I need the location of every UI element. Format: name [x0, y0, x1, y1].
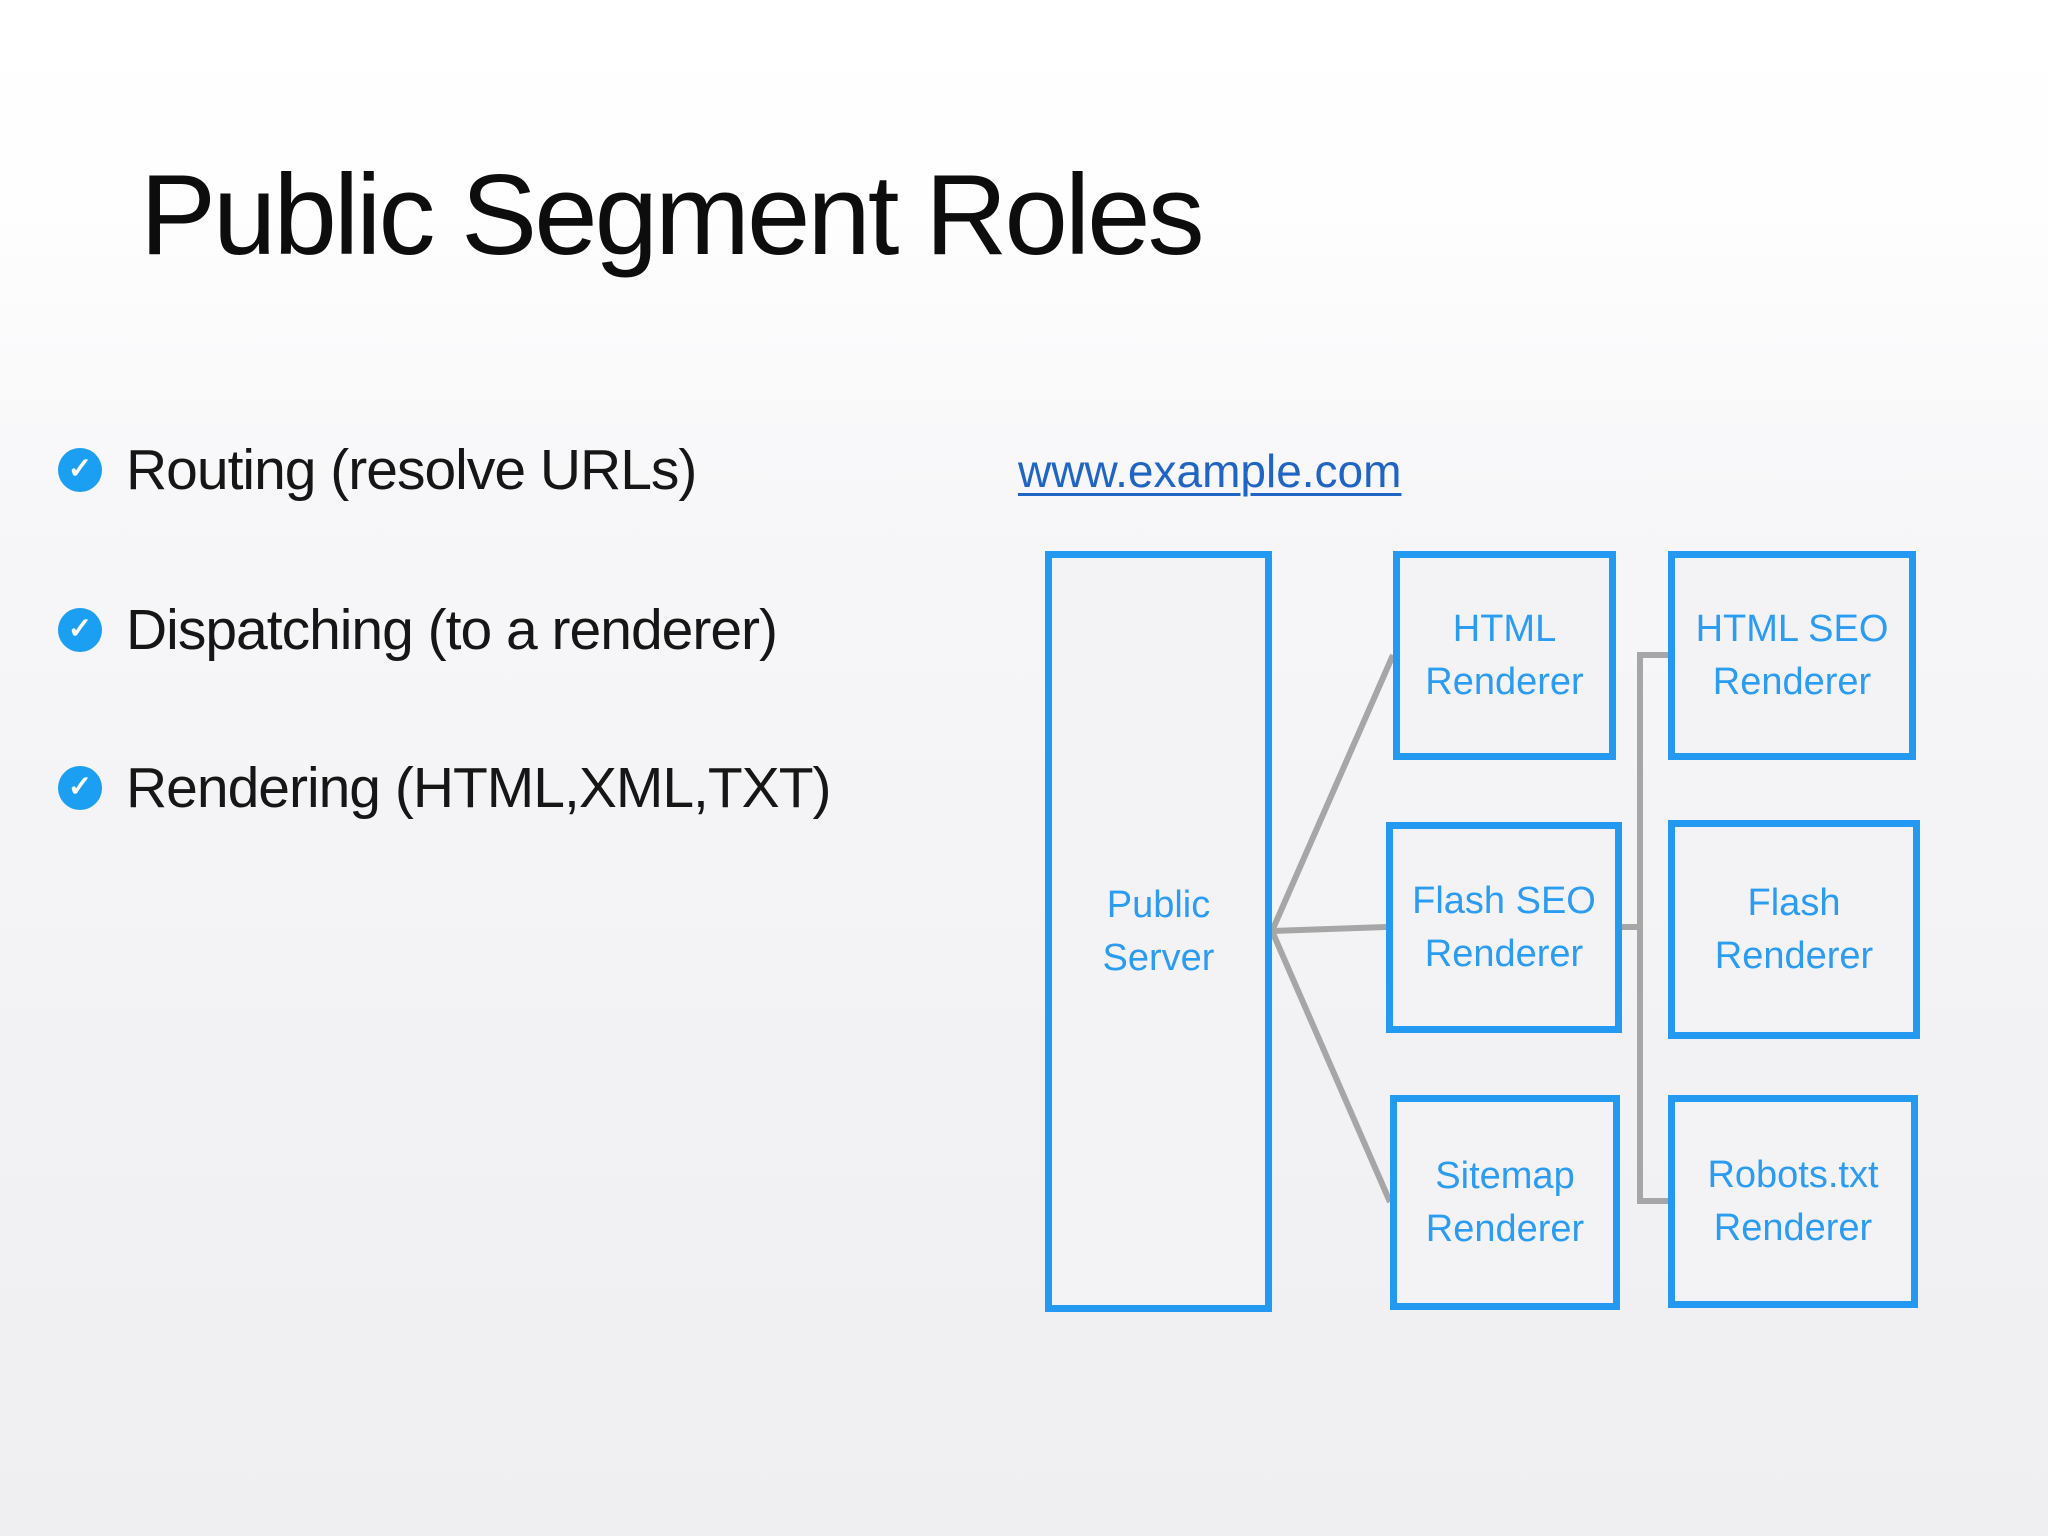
bullet-item-routing: ✓ Routing (resolve URLs) — [58, 438, 697, 502]
bullet-label-rendering: Rendering (HTML,XML,TXT) — [126, 756, 832, 820]
bullet-item-dispatching: ✓ Dispatching (to a renderer) — [58, 598, 778, 662]
connector-bus-htmlseo-robots — [1637, 652, 1668, 1204]
check-icon: ✓ — [58, 448, 102, 492]
connector-public-to-sitemap — [1269, 929, 1393, 1204]
node-flash-seo-renderer: Flash SEO Renderer — [1386, 822, 1622, 1033]
check-glyph: ✓ — [67, 452, 93, 485]
check-glyph: ✓ — [67, 770, 93, 803]
node-sitemap-renderer: Sitemap Renderer — [1390, 1095, 1620, 1310]
node-label: Robots.txt Renderer — [1707, 1153, 1879, 1249]
page-title: Public Segment Roles — [140, 152, 1205, 279]
check-icon: ✓ — [58, 766, 102, 810]
connector-public-to-flash-seo — [1271, 924, 1387, 934]
connector-public-to-html — [1269, 653, 1396, 933]
bullet-item-rendering: ✓ Rendering (HTML,XML,TXT) — [58, 756, 832, 820]
check-glyph: ✓ — [67, 612, 93, 645]
node-flash-renderer: Flash Renderer — [1668, 820, 1920, 1039]
example-url-link[interactable]: www.example.com — [1018, 445, 1402, 497]
node-public-server: Public Server — [1045, 551, 1272, 1312]
node-robots-txt-renderer: Robots.txt Renderer — [1668, 1095, 1918, 1308]
node-label: HTML Renderer — [1425, 607, 1584, 703]
check-icon: ✓ — [58, 608, 102, 652]
bullet-label-routing: Routing (resolve URLs) — [126, 438, 697, 502]
node-label: Flash Renderer — [1714, 881, 1874, 977]
bullet-label-dispatching: Dispatching (to a renderer) — [126, 598, 778, 662]
node-label: Flash SEO Renderer — [1412, 879, 1596, 975]
node-label: Sitemap Renderer — [1425, 1154, 1585, 1250]
node-label: Public Server — [1102, 883, 1215, 979]
node-html-seo-renderer: HTML SEO Renderer — [1668, 551, 1916, 760]
node-label: HTML SEO Renderer — [1695, 607, 1889, 703]
node-html-renderer: HTML Renderer — [1393, 551, 1616, 760]
